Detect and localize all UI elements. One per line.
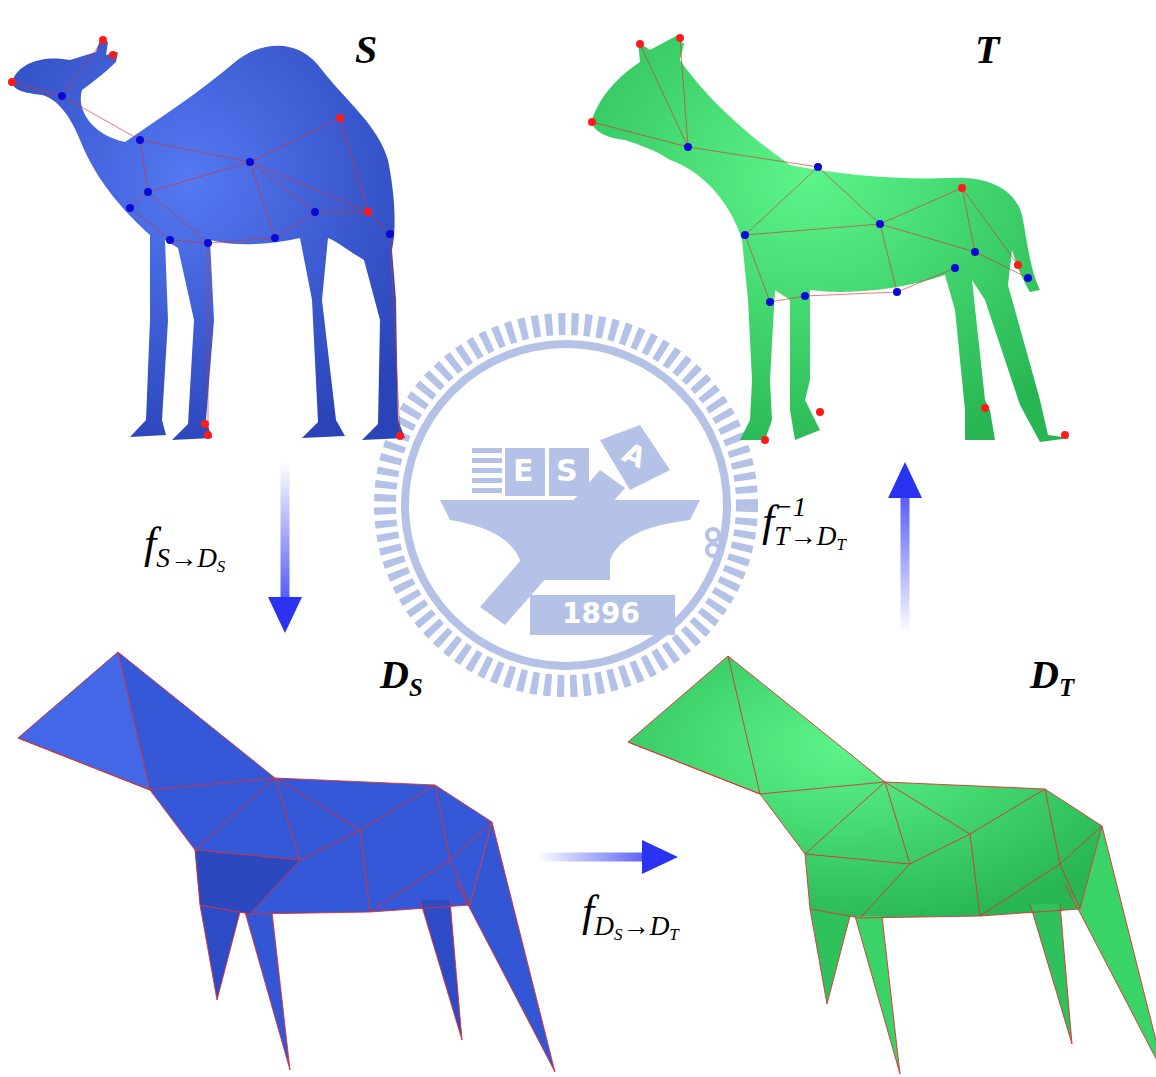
subscript: T xyxy=(669,925,678,944)
figure-label: DT xyxy=(1030,655,1074,701)
mapping-label: fT→DT−1 xyxy=(758,498,860,556)
figure-label: T xyxy=(975,30,999,70)
subscript: S xyxy=(217,557,225,576)
low-poly-source xyxy=(18,652,555,1072)
figure-node: T xyxy=(585,20,1085,450)
superscript: −1 xyxy=(774,492,806,522)
arrow-head xyxy=(268,597,302,633)
arrow-shaft xyxy=(901,496,910,633)
watermark-logo xyxy=(385,324,747,686)
low-poly-target xyxy=(628,656,1156,1076)
mapping-label: fS→DS xyxy=(140,520,229,578)
subscript: T xyxy=(1059,674,1074,701)
figure-node: DT xyxy=(690,645,1150,1073)
horse-mesh xyxy=(588,34,1070,444)
camel-mesh xyxy=(8,36,405,440)
subscript: DS→DT xyxy=(594,911,679,941)
figure-label: DS xyxy=(380,655,423,701)
arrow-shaft xyxy=(281,462,290,599)
figure-node: S xyxy=(10,20,420,450)
watermark-text: S xyxy=(556,456,578,486)
arrow-head xyxy=(642,840,678,874)
arrow-shaft xyxy=(537,853,644,862)
figure-node: DS xyxy=(15,645,525,1073)
subscript: S xyxy=(409,674,423,701)
subscript: T→DT xyxy=(774,521,846,551)
subscript: S xyxy=(614,925,622,944)
flow-arrow xyxy=(888,462,922,633)
figure-label: S xyxy=(355,30,377,70)
flow-arrow xyxy=(537,840,678,874)
subscript: T xyxy=(836,535,845,554)
arrow-head xyxy=(888,462,922,498)
watermark-text: E xyxy=(513,456,534,486)
subscript: S→DS xyxy=(156,543,225,573)
flow-arrow xyxy=(268,462,302,633)
mapping-label: fDS→DT xyxy=(578,888,683,946)
watermark-text: 1896 xyxy=(562,600,640,628)
